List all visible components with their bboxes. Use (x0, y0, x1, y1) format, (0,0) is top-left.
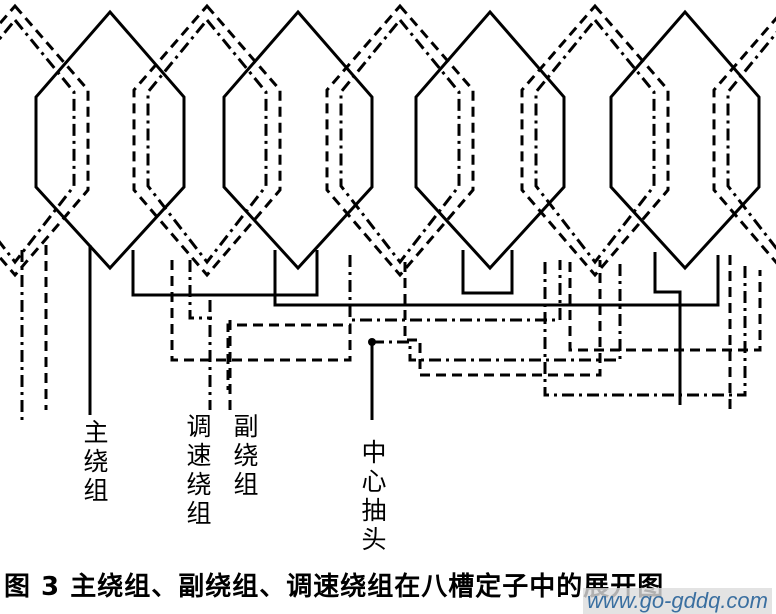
aux-coil-4 (520, 3, 670, 278)
speed-connection-2 (348, 255, 562, 322)
speed-coil-2 (146, 17, 268, 265)
main-coil-2 (222, 9, 374, 271)
main-winding-end-lead (653, 252, 682, 405)
speed-connection-4 (543, 262, 747, 397)
speed-coil-4 (534, 17, 656, 265)
main-coil-4 (609, 9, 761, 271)
aux-connection-2 (403, 260, 602, 377)
main-coil-3 (414, 9, 566, 271)
speed-coil-5 (726, 31, 776, 251)
label-center-tap: 中心抽头 (361, 438, 387, 554)
label-aux-winding: 副绕组 (233, 412, 259, 499)
speed-coil-3 (339, 17, 461, 265)
winding-expansion-drawing (0, 3, 776, 420)
aux-coil-3 (325, 3, 475, 278)
speed-coil-1 (0, 17, 76, 265)
watermark: www.go-gddq.com (583, 588, 772, 614)
main-connection-3 (461, 250, 514, 295)
aux-coil-5 (712, 16, 776, 265)
speed-connection-1 (188, 260, 212, 320)
aux-coil-2 (132, 3, 282, 278)
main-coil-1 (34, 9, 186, 271)
main-connection-1 (131, 250, 319, 297)
aux-connection-3 (568, 262, 762, 352)
main-connection-2 (273, 250, 720, 307)
speed-connection-3 (372, 262, 622, 362)
aux-coil-1 (0, 3, 90, 278)
label-main-winding: 主绕组 (83, 418, 109, 505)
figure-caption: 图 3 主绕组、副绕组、调速绕组在八槽定子中的展开图 (4, 572, 665, 602)
aux-connection-1 (170, 260, 352, 390)
label-speed-winding: 调速绕组 (186, 412, 212, 528)
